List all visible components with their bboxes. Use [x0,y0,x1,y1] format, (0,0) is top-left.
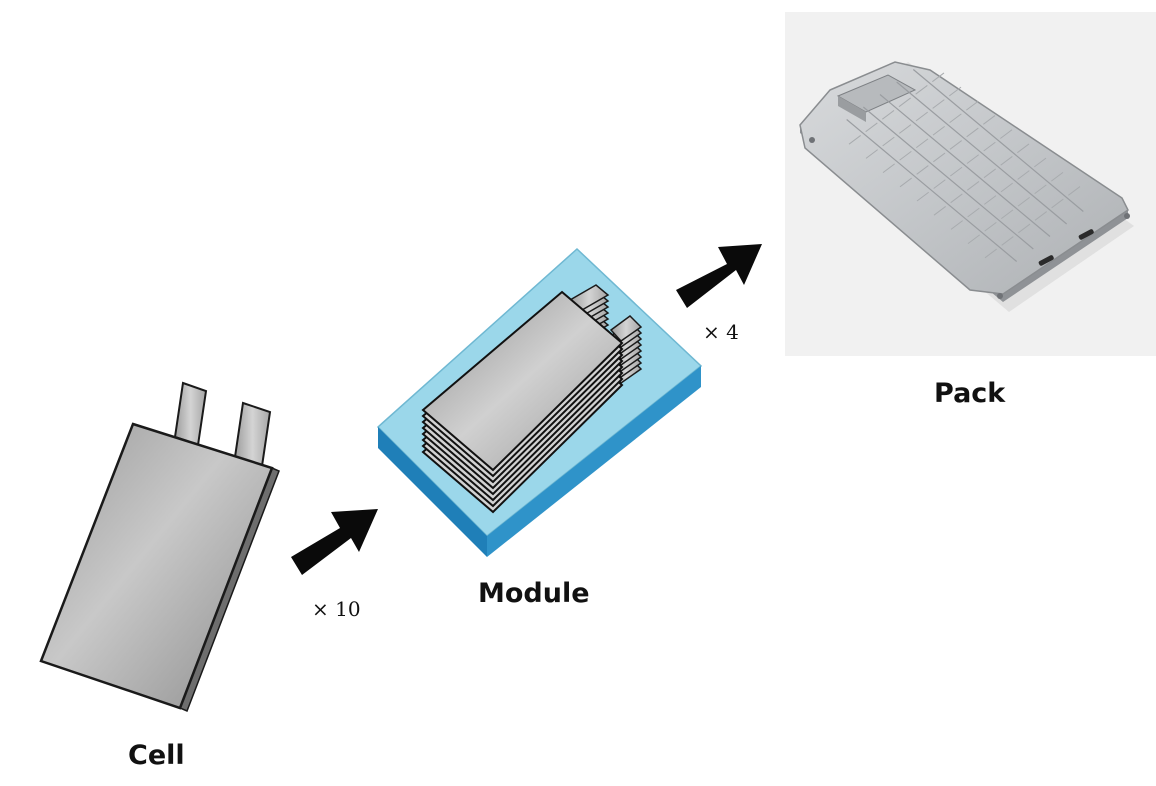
pack-rib-tick [1000,156,1013,166]
pack-rib-tick [984,195,997,205]
cell-illustration [39,381,280,712]
module-cell-tab [609,315,643,342]
stage-label-pack: Pack [934,378,1006,409]
pack-rib-tick [898,97,911,108]
pack-rib-tick [949,113,962,123]
module-stacked-cell [421,284,643,472]
pack-rib-tick [882,110,895,120]
pack-rib-tick [983,115,996,125]
pack-rib-tick [983,141,996,152]
pack-connector-face [838,96,866,122]
module-cell-body [421,290,624,472]
pack-rib-tick [1017,143,1030,154]
pack-rib-tick [950,166,963,177]
module-base-front [378,427,487,557]
pack-rib-tick [916,165,929,175]
pack-rib-tick [967,181,980,191]
pack-rib-line [896,81,1068,225]
multiplier-module-to-pack: × 4 [703,320,739,344]
pack-rib-tick [950,193,963,204]
pack-rib-tick [984,221,997,232]
pack-rib-tick [950,220,963,230]
pack-rib-tick [984,248,997,259]
pack-rib-pattern [846,69,1084,262]
pack-rib-tick [865,122,878,133]
pack-rib-tick [933,206,946,216]
pack-rib-tick [899,150,912,161]
pack-rib-tick [1001,236,1014,246]
pack-connector [836,74,917,113]
pack-mount-slot [1078,229,1094,240]
pack-rib-tick [1051,198,1064,209]
cell-tab-right [233,401,272,468]
pack-rib-tick [848,135,861,145]
pack-rib-tick [949,140,962,150]
pack-rib-tick [865,149,878,159]
arrow-icon [676,244,762,308]
pack-rib-tick [966,127,979,138]
module-base-right [487,366,701,557]
pack-rib-tick [966,154,979,164]
arrow-module-to-pack [676,244,762,308]
pack-rib-tick [966,100,979,111]
pack-rib-line [846,119,1018,262]
cell-body [39,422,274,710]
module-cell-stack [421,284,643,514]
pack-rib-tick [1051,171,1064,182]
pack-rib-tick [933,179,946,189]
cell-tab-left [173,381,208,447]
pack-rib-tick [899,124,912,134]
pack-rib-tick [932,72,945,83]
pack-rib-tick [1001,209,1014,220]
pack-rib-tick [932,125,945,136]
pack-rib-tick [967,234,980,245]
pack-mount-hole [809,137,815,143]
pack-rib-tick [1018,223,1031,234]
module-illustration [376,247,703,557]
pack-mount-hole [997,293,1003,299]
pack-rib-line [879,94,1051,237]
pack-rib-tick [1000,129,1013,139]
pack-rib-tick [1034,211,1047,221]
pack-rib-tick [967,207,980,218]
pack-rib-tick [1034,157,1047,168]
pack-rib-tick [983,168,996,179]
pack-mount-hole [1124,213,1130,219]
pack-rib-tick [933,152,946,163]
pack-mount-slot [1038,255,1054,266]
pack-rib-tick [882,136,895,147]
pack-rib-tick [916,191,929,202]
pack-rib-tick [949,86,962,97]
pack-rib-tick [899,177,912,188]
pack-rib-tick [915,85,928,95]
stage-label-cell: Cell [128,740,185,771]
pack-rib-tick [915,111,928,122]
pack-rib-tick [1000,182,1013,193]
arrow-cell-to-module [291,509,378,575]
pack-rib-line [912,69,1084,212]
pack-rib-tick [1017,170,1030,180]
arrow-icon [291,509,378,575]
pack-plate [799,61,1129,295]
stage-label-module: Module [478,578,590,609]
pack-rib-tick [1068,186,1081,196]
pack-illustration [785,12,1156,356]
pack-rib-tick [882,163,895,174]
pack-rib-tick [1017,196,1030,207]
pack-rib-tick [1034,184,1047,195]
pack-rib-tick [916,138,929,149]
pack-rib-line [862,106,1034,250]
multiplier-cell-to-module: × 10 [312,597,361,621]
pack-rib-tick [932,99,945,109]
